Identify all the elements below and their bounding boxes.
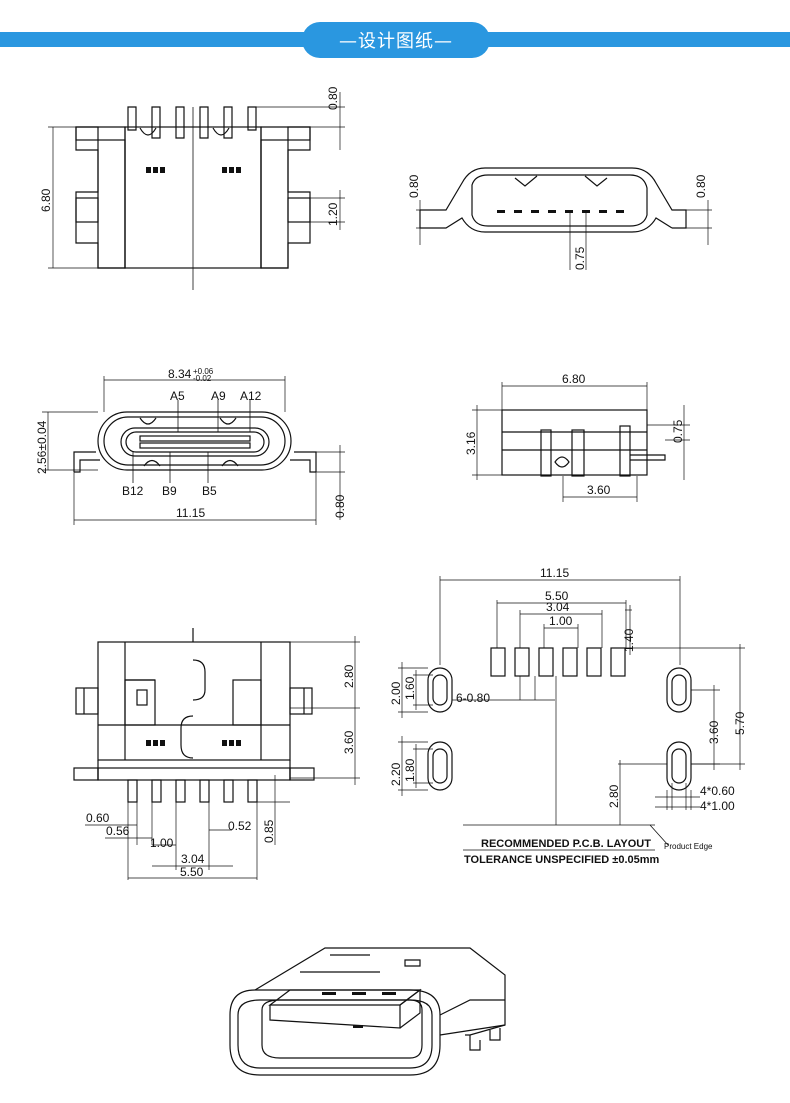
side-view: 6.80 3.16 0.75 3.60 (464, 372, 690, 502)
tol-upper: +0.06 (193, 367, 214, 376)
dim-length: 6.80 (562, 372, 586, 386)
dim-pitch: 0.75 (573, 246, 587, 270)
dim-width: 8.34 (168, 367, 192, 381)
pin-label-a12: A12 (240, 389, 262, 403)
dim-180: 1.80 (403, 758, 417, 782)
dim-140: 1.40 (622, 628, 636, 652)
dim-height: 3.16 (464, 431, 478, 455)
dim-left: 0.80 (407, 174, 421, 198)
dim-tab: 0.80 (326, 86, 340, 110)
dim-4x060: 4*0.60 (700, 784, 735, 798)
dim-056: 0.56 (106, 824, 130, 838)
pin-label-b9: B9 (162, 484, 177, 498)
dim-052: 0.52 (228, 819, 252, 833)
dim-right: 0.80 (694, 174, 708, 198)
pcb-tolerance: TOLERANCE UNSPECIFIED ±0.05mm (464, 854, 660, 866)
pin-label-a9: A9 (211, 389, 226, 403)
pin-label-a5: A5 (170, 389, 185, 403)
dim-280: 2.80 (607, 784, 621, 808)
dim-overall: 11.15 (176, 506, 205, 520)
pin-label-b12: B12 (122, 484, 144, 498)
page-title: —设计图纸— (302, 22, 490, 58)
dim-304: 3.04 (546, 600, 570, 614)
dim-lower: 3.60 (342, 730, 356, 754)
tol-lower: -0.02 (193, 374, 212, 383)
dim-060: 0.60 (86, 811, 110, 825)
top-view-left: 6.80 0.80 1.20 (39, 86, 345, 290)
dim-pads: 6-0.80 (456, 691, 490, 705)
pcb-layout: 11.15 5.50 3.04 1.00 1.40 (389, 566, 747, 866)
dim-offset: 3.60 (587, 483, 611, 497)
dim-220: 2.20 (389, 762, 403, 786)
dim-foot: 0.80 (333, 494, 347, 518)
top-view-right: 0.80 0.80 0.75 (407, 167, 712, 270)
dim-550: 5.50 (180, 865, 204, 879)
pin-label-b5: B5 (202, 484, 217, 498)
dim-pin-len: 0.85 (262, 819, 276, 843)
dim-570: 5.70 (733, 711, 747, 735)
bottom-view: 2.80 3.60 0.85 0.60 0.56 1.00 0.52 3.04 … (73, 628, 360, 880)
dim-1115: 11.15 (540, 566, 569, 580)
isometric-view (229, 947, 506, 1076)
dim-upper: 2.80 (342, 664, 356, 688)
dim-200: 2.00 (389, 681, 403, 705)
dim-pad: 1.20 (326, 202, 340, 226)
dim-304: 3.04 (181, 852, 205, 866)
dim-360: 3.60 (707, 720, 721, 744)
dim-550: 5.50 (545, 589, 569, 603)
dim-height: 2.56±0.04 (35, 420, 49, 474)
product-edge-note: Product Edge (664, 842, 713, 851)
front-view: A5 A9 A12 B12 B9 B5 8.34 +0.06 -0.02 2.5… (35, 367, 347, 525)
dim-tab: 0.75 (671, 419, 685, 443)
dim-100: 1.00 (549, 614, 573, 628)
dim-160: 1.60 (403, 676, 417, 700)
dim-100: 1.00 (150, 836, 174, 850)
dim-4x100: 4*1.00 (700, 799, 735, 813)
pcb-title: RECOMMENDED P.C.B. LAYOUT (481, 838, 651, 850)
dim-height: 6.80 (39, 188, 53, 212)
